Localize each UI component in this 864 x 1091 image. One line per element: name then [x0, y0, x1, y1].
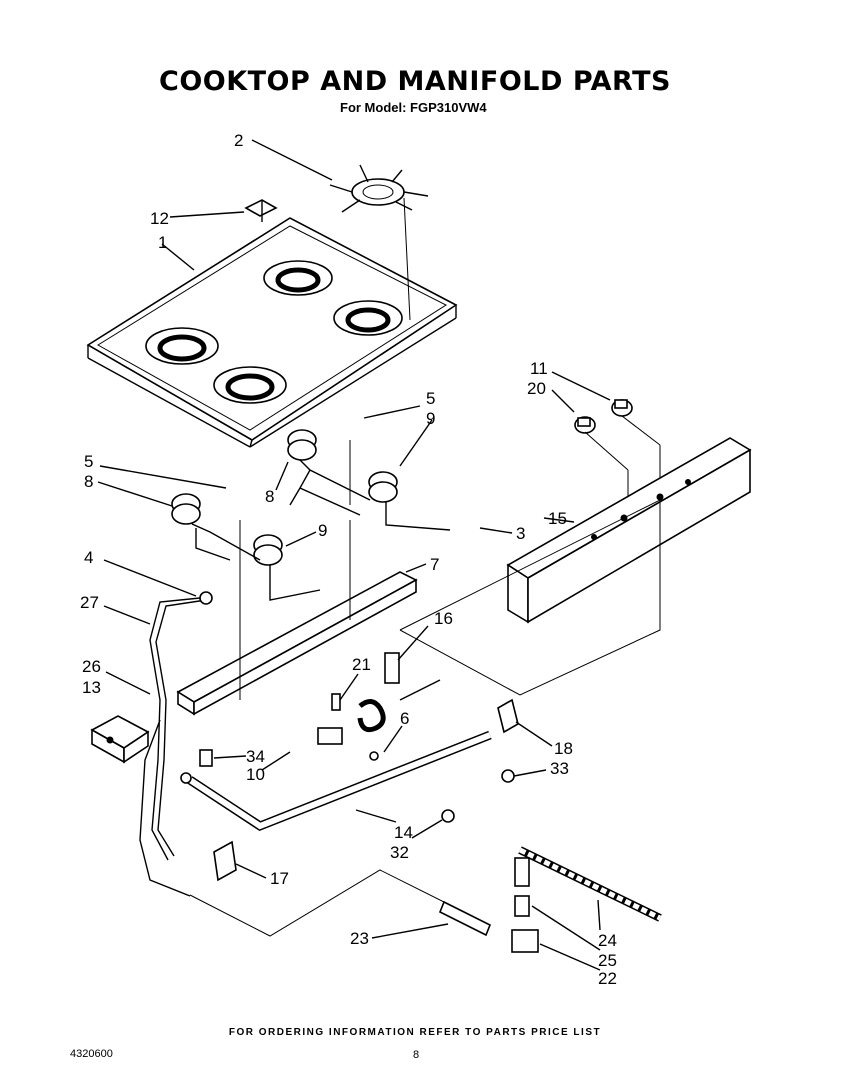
- callout-12: 12: [150, 209, 169, 228]
- callout-13: 13: [82, 678, 101, 697]
- callout-9-upper: 9: [426, 409, 435, 428]
- cooktop-burner-openings: [145, 260, 403, 404]
- callout-3: 3: [516, 524, 525, 543]
- callout-14: 14: [394, 823, 413, 842]
- top-burners: [171, 429, 451, 601]
- callout-5-upper: 5: [426, 389, 435, 408]
- gas-tubing: [139, 597, 207, 897]
- control-panel: [506, 437, 752, 624]
- ordering-note: FOR ORDERING INFORMATION REFER TO PARTS …: [228, 1027, 602, 1038]
- callout-10: 10: [246, 765, 265, 784]
- hold-down-clip: [244, 199, 278, 222]
- callout-5-lower: 5: [84, 452, 93, 471]
- hardware-fasteners: [199, 591, 519, 823]
- callout-21: 21: [352, 655, 371, 674]
- callout-2: 2: [234, 131, 243, 150]
- mounting-bracket: [213, 840, 237, 882]
- model-subtitle: For Model: FGP310VW4: [340, 100, 487, 115]
- page-title: COOKTOP AND MANIFOLD PARTS: [159, 66, 671, 97]
- page-number: 8: [413, 1049, 420, 1061]
- callout-15: 15: [548, 509, 567, 528]
- callout-8-upper: 8: [265, 487, 274, 506]
- callout-34: 34: [246, 747, 265, 766]
- gas-regulator: [90, 715, 150, 764]
- callout-9-lower: 9: [318, 521, 327, 540]
- callout-labels: 2 12 1 11 20 5 9 5 8 8 9 15 3 7 4 27 16 …: [80, 131, 617, 988]
- callout-8-lower: 8: [84, 472, 93, 491]
- burner-grate: [329, 164, 429, 321]
- callout-22: 22: [598, 969, 617, 988]
- callout-32: 32: [390, 843, 409, 862]
- callout-11: 11: [530, 359, 548, 378]
- manifold-pipe: [180, 730, 492, 832]
- callout-leaders: [97, 139, 611, 971]
- callout-18: 18: [554, 739, 573, 758]
- valve-assembly: [317, 652, 441, 761]
- callout-17: 17: [270, 869, 289, 888]
- callout-26: 26: [82, 657, 101, 676]
- callout-16: 16: [434, 609, 453, 628]
- callout-1: 1: [158, 233, 167, 252]
- callout-6: 6: [400, 709, 409, 728]
- callout-27: 27: [80, 593, 99, 612]
- callout-20: 20: [527, 379, 546, 398]
- callout-23: 23: [350, 929, 369, 948]
- burner-bracket: [176, 571, 418, 716]
- callout-24: 24: [598, 931, 617, 950]
- document-number: 4320600: [70, 1048, 113, 1060]
- cooktop-panel: [86, 217, 458, 448]
- callout-4: 4: [84, 548, 93, 567]
- callout-33: 33: [550, 759, 569, 778]
- ignition-wiring: [189, 440, 661, 937]
- callout-7: 7: [430, 555, 439, 574]
- callout-25: 25: [598, 951, 617, 970]
- broil-burner-assembly: [438, 846, 662, 953]
